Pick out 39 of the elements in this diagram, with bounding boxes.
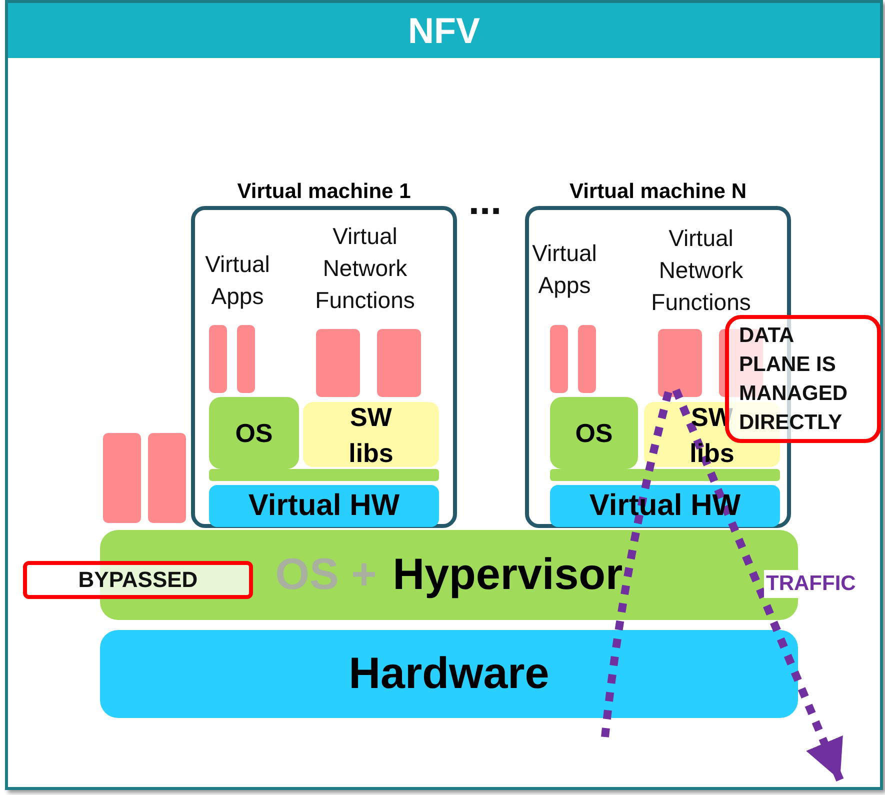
vm-title: Virtual machine 1 — [236, 180, 412, 204]
block-label: Virtual HW — [589, 489, 741, 523]
block-label: OS — [235, 418, 273, 448]
nfv-panel — [5, 0, 883, 790]
layer-strip — [550, 469, 780, 481]
component-label: Virtual Apps — [531, 239, 598, 300]
component-label: Virtual Network Functions — [314, 222, 416, 315]
os-block — [209, 397, 299, 469]
function-bar — [148, 433, 186, 523]
layer-strip — [209, 469, 439, 481]
component-label: Virtual Apps — [204, 250, 271, 311]
faded-text: OS + — [275, 550, 377, 600]
ellipsis-mark: ... — [467, 186, 503, 216]
hardware-layer — [100, 630, 798, 718]
block-label: Virtual HW — [248, 489, 400, 523]
traffic-arrow — [672, 388, 844, 782]
layer-label: Hypervisor — [392, 550, 623, 600]
callout-text: BYPASSED — [78, 566, 198, 594]
function-bar — [103, 433, 141, 523]
component-label: Virtual Network Functions — [650, 224, 752, 317]
layer-label: Hardware — [348, 649, 550, 699]
function-bar — [209, 325, 227, 393]
os-block — [550, 397, 638, 469]
function-bar — [658, 329, 702, 397]
virtual-hw-block — [550, 485, 780, 527]
block-label: SW libs — [348, 400, 394, 470]
callout-box — [23, 561, 253, 599]
function-bar — [550, 325, 568, 393]
sw-libs-block — [303, 402, 439, 467]
callout-text: DATA PLANE IS MANAGED DIRECTLY — [739, 323, 848, 436]
function-bar — [578, 325, 596, 393]
function-bar — [377, 329, 421, 397]
function-bar — [237, 325, 255, 393]
virtual-hw-block — [209, 485, 439, 527]
vm-title: Virtual machine N — [568, 180, 748, 204]
function-bar — [316, 329, 360, 397]
edge-label: TRAFFIC — [764, 570, 858, 598]
title-bar: NFV — [8, 3, 880, 58]
block-label: OS — [575, 418, 613, 448]
